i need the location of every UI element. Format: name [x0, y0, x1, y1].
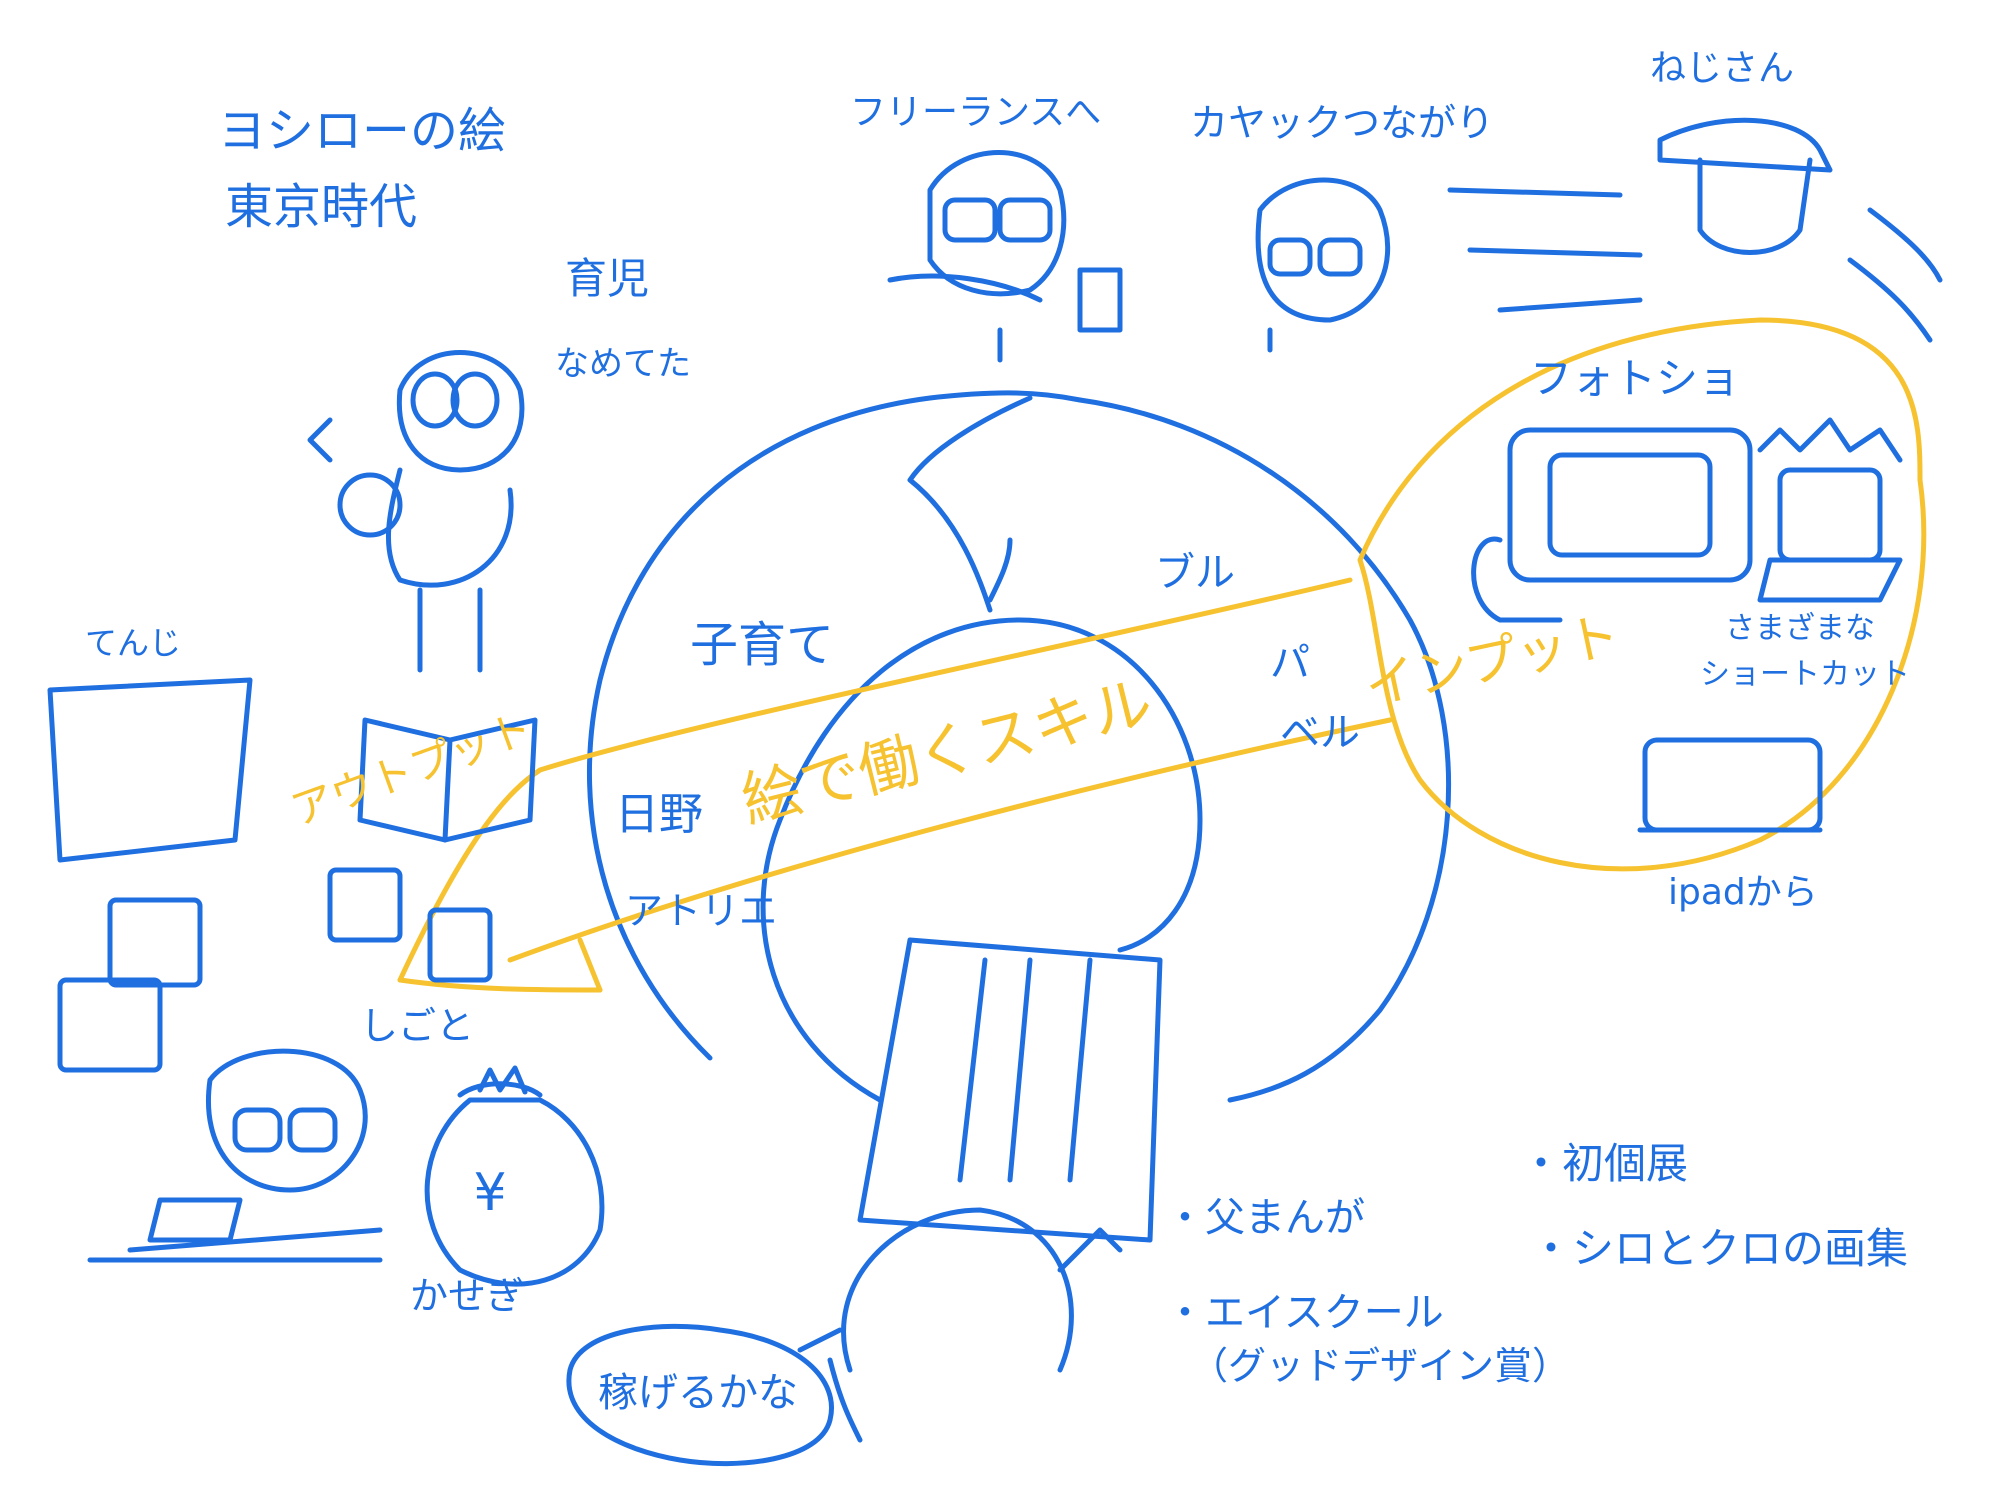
drawing-figure — [827, 937, 1163, 1443]
kasegi-label: かせぎ — [410, 1274, 525, 1318]
burupaberu-3: ベル — [1280, 710, 1360, 756]
input-ellipse — [1357, 317, 1927, 872]
title-line-1: ヨシローの絵 — [218, 103, 507, 159]
burupaberu-1: ブル — [1155, 550, 1235, 596]
gashu-item: ・シロとクロの画集 — [1530, 1224, 1909, 1273]
central-ring — [587, 390, 1452, 1103]
kayak-figure — [1255, 177, 1391, 353]
good-design-item: （グッドデザイン賞） — [1190, 1344, 1571, 1388]
tenji-label: てんじ — [85, 624, 182, 662]
kosodate-label: 子育て — [690, 617, 835, 673]
freelance-label: フリーランスへ — [850, 92, 1102, 133]
yen-icon: ¥ — [473, 1163, 506, 1223]
chichi-manga-item: ・父まんが — [1165, 1195, 1365, 1241]
photoshop-illustration — [1471, 417, 1903, 833]
money-bag — [424, 1065, 605, 1287]
kasegeru-label: 稼げるかな — [598, 1370, 798, 1416]
ikuji-label: 育児 — [565, 254, 650, 303]
skill-band — [397, 577, 1393, 993]
shortcuts-line-1: さまざまな — [1725, 611, 1875, 646]
ipad-label: ipadから — [1668, 872, 1818, 913]
worker-figure — [87, 1048, 383, 1263]
book-figure — [357, 717, 538, 843]
photoshop-label: フォトショ — [1530, 354, 1741, 403]
kasegeru-bubble — [566, 1323, 834, 1467]
kayak-label: カヤックつながり — [1190, 101, 1495, 145]
burupaberu-2: パ — [1270, 640, 1310, 686]
nameteta-label: なめてた — [555, 344, 691, 384]
hino-line-2: アトリエ — [625, 889, 778, 933]
eisukuru-item: ・エイスクール — [1165, 1290, 1444, 1336]
nejisan-label: ねじさん — [1650, 48, 1795, 89]
tenji-frames — [47, 677, 493, 1073]
shortcuts-line-2: ショートカット — [1700, 657, 1910, 692]
hino-line-1: 日野 — [615, 789, 703, 840]
ikuji-figure — [307, 350, 525, 673]
shigoto-label: しごと — [360, 1004, 475, 1048]
neji-san-figure — [1447, 117, 1943, 343]
hatsu-koten-item: ・初個展 — [1520, 1139, 1689, 1188]
freelance-figure — [887, 150, 1123, 363]
title-line-2: 東京時代 — [225, 179, 418, 235]
